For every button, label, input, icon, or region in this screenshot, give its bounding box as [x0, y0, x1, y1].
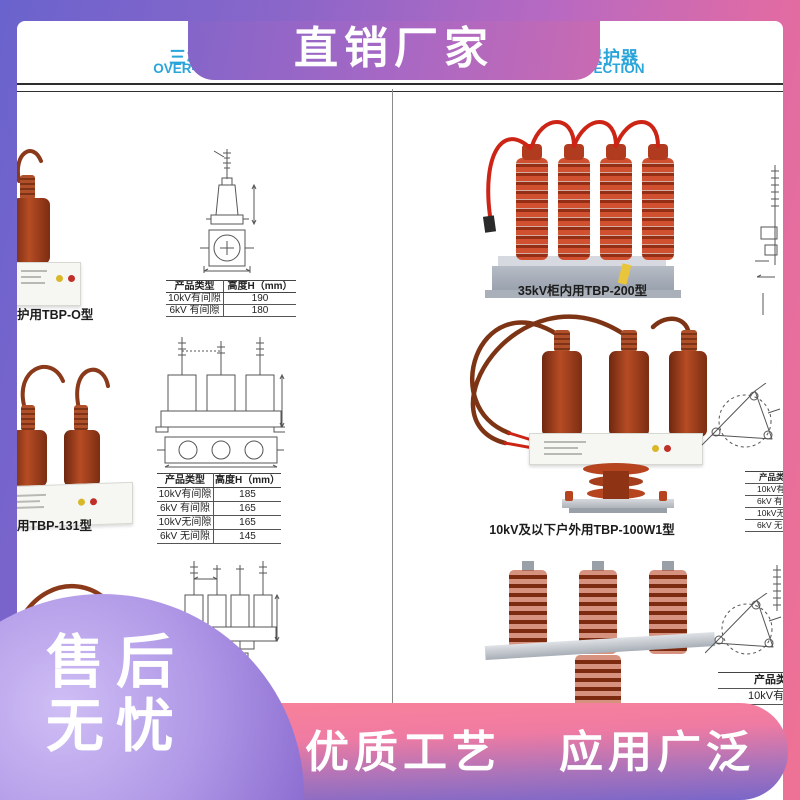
- indicator-dot-yellow: [78, 498, 85, 506]
- edge-table-lower: 产品类型 10kV有间隙: [718, 672, 783, 705]
- photo-tbp-o: [17, 139, 109, 314]
- dimension-drawing-tbp-131: [155, 337, 285, 468]
- page-title: 直销厂家: [294, 24, 494, 73]
- table-row: 产品类型: [718, 672, 783, 688]
- insulator-stem: [20, 175, 35, 200]
- base-lip: [485, 290, 681, 298]
- arrester-column: [642, 158, 674, 260]
- table-row: 产品类: [745, 471, 783, 483]
- slogan-quality: 优质工艺: [305, 728, 501, 777]
- edge-table-upper: 产品类 10kV有 6kV 有 10kV无 6kV 无: [745, 471, 783, 532]
- mounting-plate: [562, 499, 674, 508]
- arrester-column: [509, 570, 547, 654]
- ball-text-line2: 无忧: [46, 694, 187, 759]
- device-crossbody: [529, 433, 703, 465]
- table-row: 10kV有: [745, 483, 783, 495]
- device-base: [17, 262, 81, 306]
- photo-tbp-100w1: [457, 311, 707, 517]
- edge-dimension-fragment-upper: [755, 165, 779, 315]
- insulator-body: [17, 198, 50, 264]
- edge-plate-drawing-lower: [705, 593, 782, 655]
- indicator-dot-red: [68, 275, 75, 282]
- page-top-rule: [17, 83, 783, 92]
- photo-label-tbp-131: 用TBP-131型: [17, 519, 93, 533]
- arrester-column: [516, 158, 548, 260]
- photo-label-tbp-200: 35kV柜内用TBP-200型: [517, 284, 648, 298]
- wire-tbp-o: [17, 149, 43, 183]
- indicator-dot-red: [664, 445, 671, 452]
- edge-plate-drawing-upper: [701, 383, 781, 448]
- wires-tbp-131: [20, 364, 110, 411]
- indicator-dot-yellow: [652, 445, 659, 452]
- arrester-column: [558, 158, 590, 260]
- table-row: 6kV 无: [745, 519, 783, 532]
- title-banner: 直销厂家: [188, 21, 600, 80]
- arrester-column: [600, 158, 632, 260]
- table-header-row: 产品类型 高度H（mm）: [157, 473, 281, 488]
- indicator-dot-red: [90, 498, 97, 506]
- table-row: 10kV无: [745, 507, 783, 519]
- photo-label-tbp-100w1: 10kV及以下户外用TBP-100W1型: [489, 523, 675, 537]
- cables-tbp-200: [482, 120, 660, 233]
- photo-tbp-200: [480, 120, 685, 313]
- table-row: 6kV 有: [745, 495, 783, 507]
- photo-tbar-arresters: [467, 547, 716, 727]
- ball-text-line1: 售后: [46, 630, 187, 695]
- slogan-application: 应用广泛: [559, 728, 755, 777]
- photo-tbp-131: [17, 353, 142, 529]
- dimension-drawing-tbp-o: [200, 149, 257, 273]
- base-body: [492, 266, 674, 292]
- indicator-dot-yellow: [56, 275, 63, 282]
- table-header-row: 产品类型 高度H（mm）: [166, 280, 296, 293]
- column-divider: [392, 89, 393, 800]
- photo-label-tbp-o: 护用TBP-O型: [17, 308, 94, 322]
- bottom-slogan: 优质工艺 应用广泛: [280, 716, 780, 780]
- edge-dimension-fragment-lower: [773, 565, 781, 611]
